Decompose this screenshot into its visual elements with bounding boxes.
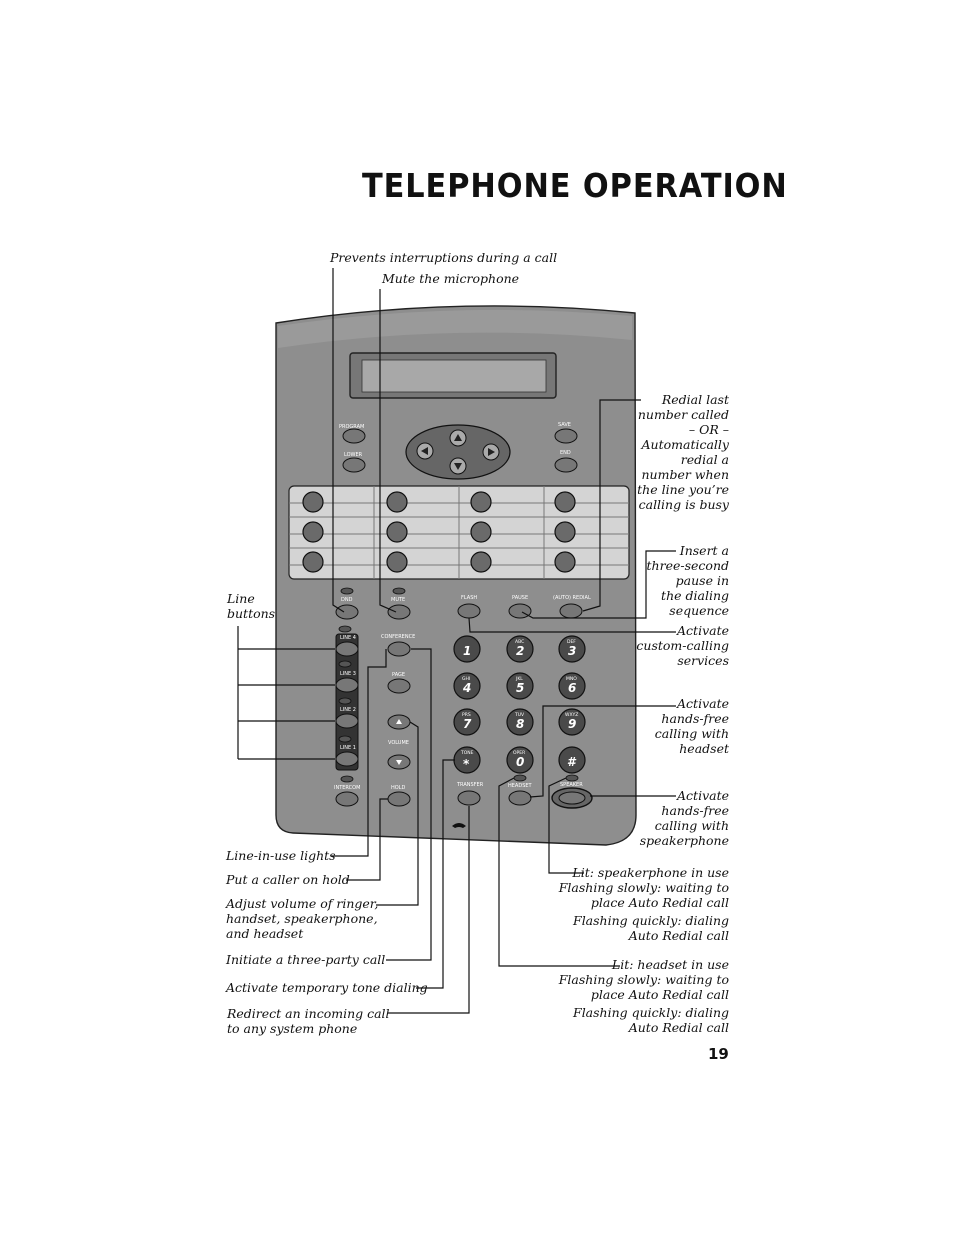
svg-text:TONE: TONE	[460, 750, 474, 756]
save-label: SAVE	[558, 422, 571, 428]
flash-button	[457, 603, 481, 619]
transfer-button	[457, 790, 481, 806]
key-4: 4	[462, 681, 471, 695]
redial-button	[559, 603, 583, 619]
caption-volume: Adjust volume of ringer,handset, speaker…	[226, 896, 379, 941]
line2-label: LINE 2	[340, 707, 356, 713]
line1-label: LINE 1	[340, 745, 356, 751]
line4-label: LINE 4	[340, 635, 356, 641]
key-5: 5	[516, 681, 524, 695]
svg-text:DEF: DEF	[567, 639, 576, 645]
svg-text:TUV: TUV	[514, 712, 525, 718]
key-star: *	[463, 757, 470, 771]
line4-button	[335, 641, 359, 657]
speaker-label: SPEAKER	[560, 782, 583, 788]
svg-text:WXYZ: WXYZ	[565, 712, 578, 718]
svg-text:GHI: GHI	[462, 676, 470, 682]
key-2: 2	[516, 644, 524, 658]
page-number: 19	[708, 1045, 729, 1063]
caption-mute: Mute the microphone	[382, 271, 520, 286]
redial-label: (AUTO) REDIAL	[553, 595, 591, 601]
dnd-label: DND	[341, 597, 353, 603]
line3-button	[335, 677, 359, 693]
line1-button	[335, 751, 359, 767]
key-1: 1	[463, 644, 471, 658]
keypad	[453, 635, 586, 774]
hold-label: HOLD	[391, 785, 405, 791]
microphone-icon	[452, 823, 466, 828]
programmable-keys	[302, 491, 576, 573]
dnd-button	[335, 604, 359, 620]
svg-text:MNO: MNO	[566, 676, 577, 682]
key-8: 8	[516, 717, 524, 731]
transfer-label: TRANSFER	[456, 782, 484, 788]
caption-dnd: Prevents interruptions during a call	[330, 250, 558, 265]
program-label: PROGRAM	[339, 424, 364, 430]
lower-button	[342, 457, 366, 473]
page-button	[387, 678, 411, 694]
key-7: 7	[463, 717, 472, 731]
navigation-pad	[405, 424, 511, 480]
intercom-label: INTERCOM	[334, 785, 360, 791]
caption-conference: Initiate a three-party call	[226, 952, 386, 967]
conference-button	[387, 641, 411, 657]
key-pound: #	[567, 755, 577, 769]
pause-label: PAUSE	[512, 595, 528, 601]
key-6: 6	[568, 681, 576, 695]
conference-label: CONFERENCE	[381, 634, 415, 640]
line3-label: LINE 3	[340, 671, 356, 677]
intercom-button	[335, 791, 359, 807]
end-label: END	[560, 450, 571, 456]
caption-hold: Put a caller on hold	[226, 872, 350, 887]
callout-leader-lines	[237, 268, 676, 1014]
caption-line-in-use: Line-in-use lights	[226, 848, 336, 863]
key-9: 9	[568, 717, 576, 731]
mute-button	[387, 604, 411, 620]
svg-text:OPER: OPER	[513, 750, 525, 756]
headset-label: HEADSET	[508, 783, 533, 789]
svg-text:JKL: JKL	[515, 676, 523, 682]
save-button	[554, 428, 578, 444]
key-3: 3	[568, 644, 576, 658]
flash-label: FLASH	[461, 595, 477, 601]
mute-label: MUTE	[391, 597, 405, 603]
program-button	[342, 428, 366, 444]
key-0: 0	[516, 755, 524, 769]
line2-button	[335, 713, 359, 729]
end-button	[554, 457, 578, 473]
lower-label: LOWER	[344, 452, 363, 458]
page-title: TELEPHONE OPERATION	[362, 166, 788, 205]
svg-text:ABC: ABC	[515, 639, 524, 645]
volume-label: VOLUME	[388, 740, 409, 746]
caption-tone: Activate temporary tone dialing	[226, 980, 428, 995]
hold-button	[387, 791, 411, 807]
headset-button	[508, 790, 532, 806]
pause-button	[508, 603, 532, 619]
page-label: PAGE	[392, 672, 405, 678]
svg-text:PRS: PRS	[462, 712, 471, 718]
